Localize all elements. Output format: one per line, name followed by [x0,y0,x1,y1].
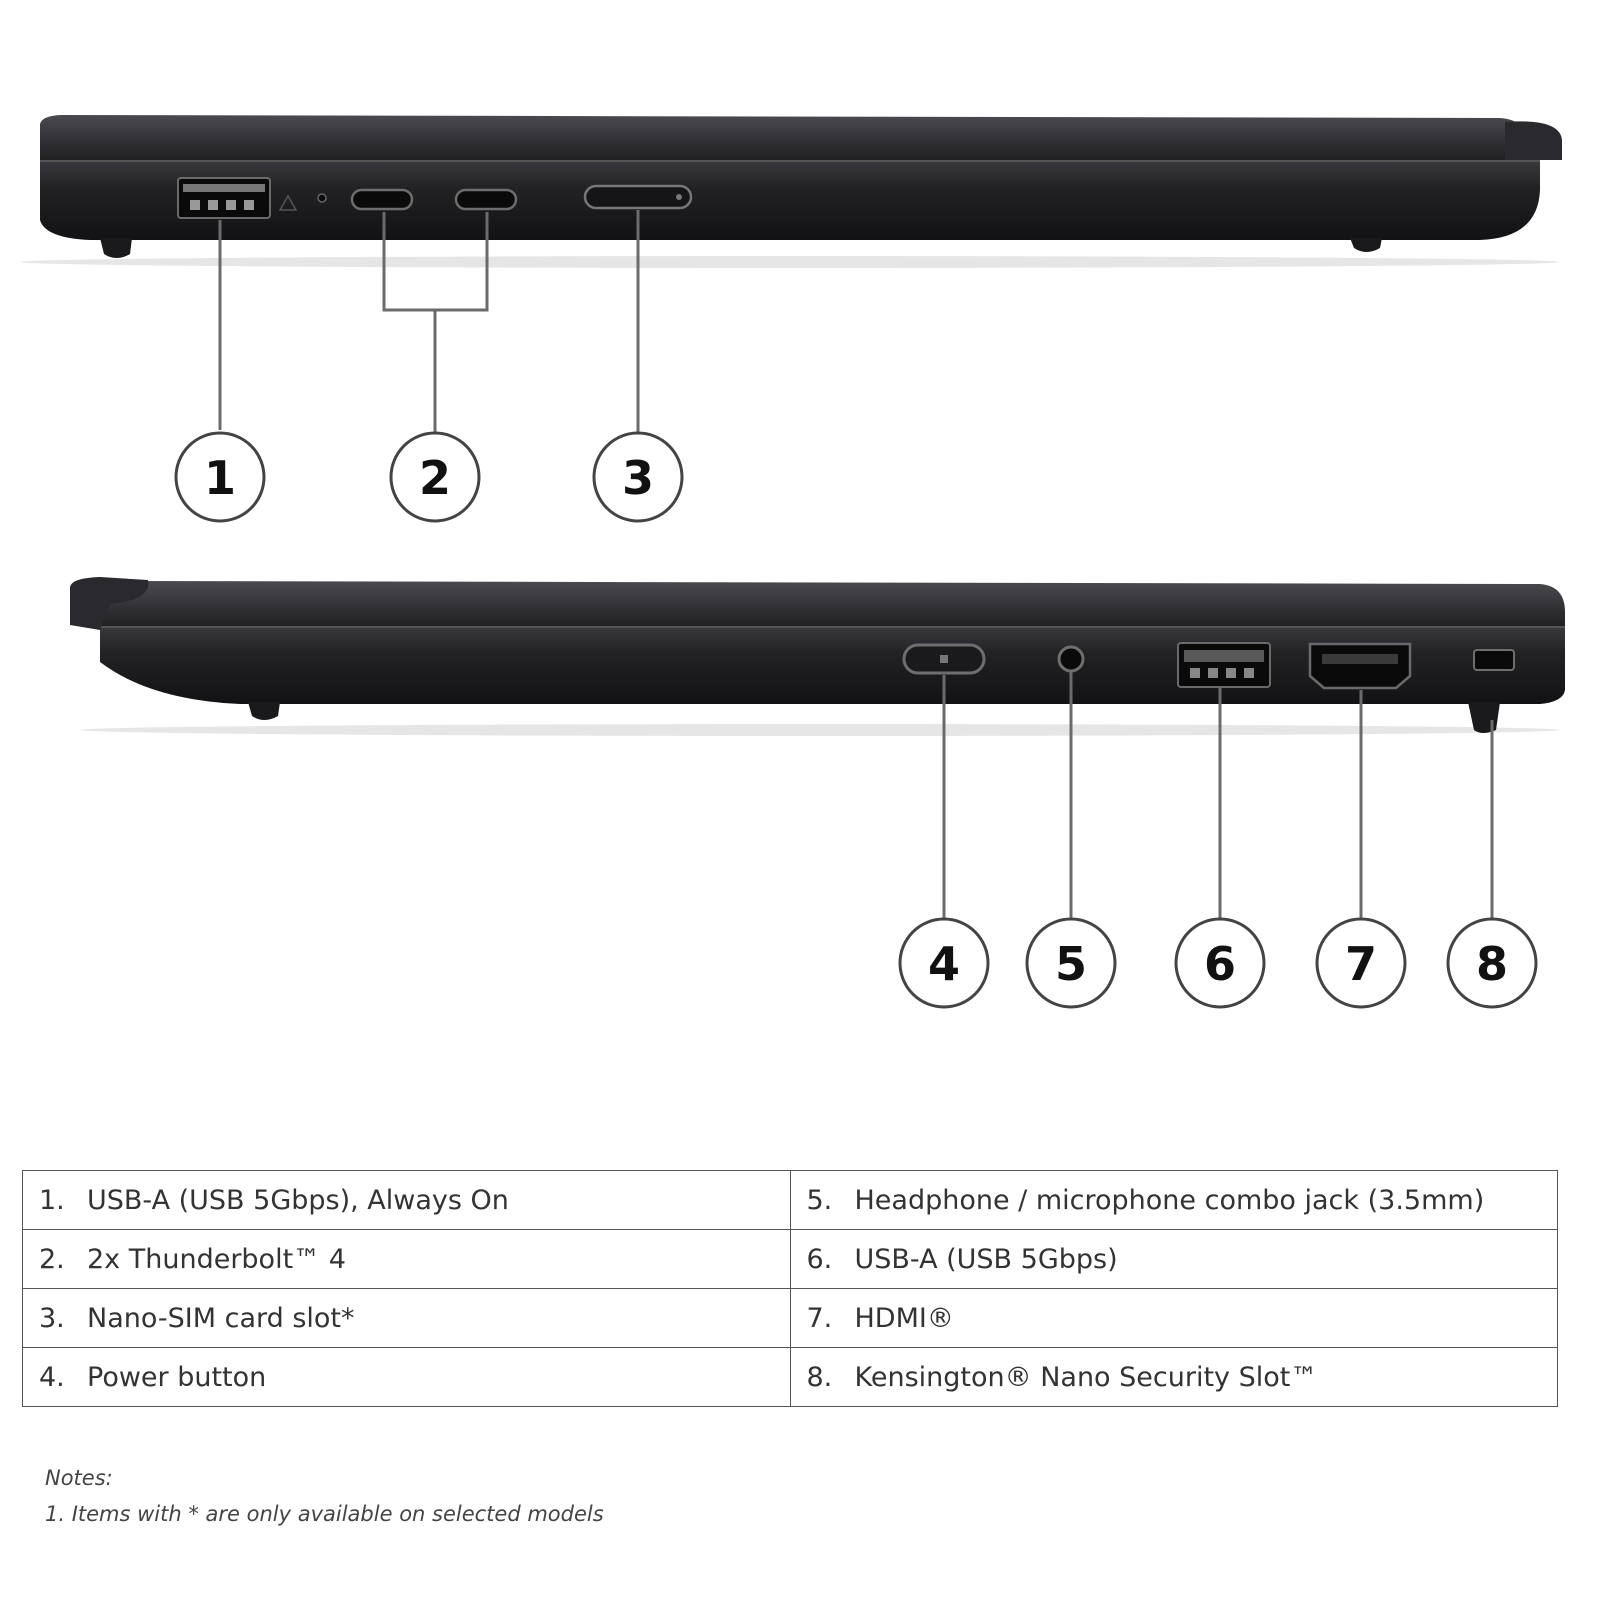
callout-8: 8 [1446,917,1538,1009]
svg-text:5: 5 [1055,937,1087,991]
laptop-side-views-diagram: 1 2 3 [20,115,1565,1009]
svg-text:1: 1 [204,451,236,505]
callout-2: 2 [389,431,481,523]
svg-text:3: 3 [622,451,654,505]
table-row: 1.USB-A (USB 5Gbps), Always On 5.Headpho… [22,1170,1558,1230]
thunderbolt-port-icon [454,188,518,211]
always-on-lightning-icon [278,194,298,211]
notes-heading: Notes: [45,1466,113,1490]
nano-sim-slot-icon [583,184,693,210]
port-item-4: 4.Power button [22,1347,791,1407]
notes-item: 1. Items with * are only available on se… [45,1502,604,1526]
kensington-slot-icon [1473,649,1515,671]
port-item-8: 8.Kensington® Nano Security Slot™ [789,1347,1558,1407]
rubber-foot-icon [248,702,280,720]
laptop-right-side-view [70,577,1565,736]
rubber-foot-icon [1350,238,1382,252]
ports-legend-table: 1.USB-A (USB 5Gbps), Always On 5.Headpho… [22,1170,1558,1407]
callout-5: 5 [1025,917,1117,1009]
right-view-leader-lines [942,672,1494,918]
callout-3: 3 [592,431,684,523]
hdmi-port-icon [1308,642,1412,690]
callout-4: 4 [898,917,990,1009]
svg-text:4: 4 [928,937,960,991]
thunderbolt-port-icon [350,188,414,211]
svg-text:6: 6 [1204,937,1236,991]
audio-jack-icon [1057,645,1085,673]
status-led-icon [317,193,327,203]
svg-text:8: 8 [1476,937,1508,991]
svg-text:2: 2 [419,451,451,505]
callout-7: 7 [1315,917,1407,1009]
table-row: 4.Power button 8.Kensington® Nano Securi… [22,1347,1558,1407]
rubber-foot-icon [100,238,132,258]
port-item-6: 6.USB-A (USB 5Gbps) [789,1229,1558,1289]
callout-1: 1 [174,431,266,523]
table-row: 3.Nano-SIM card slot* 7.HDMI® [22,1288,1558,1348]
port-item-1: 1.USB-A (USB 5Gbps), Always On [22,1170,791,1230]
table-row: 2.2x Thunderbolt™ 4 6.USB-A (USB 5Gbps) [22,1229,1558,1289]
callout-6: 6 [1174,917,1266,1009]
port-item-2: 2.2x Thunderbolt™ 4 [22,1229,791,1289]
laptop-left-side-view [20,115,1562,268]
port-item-5: 5.Headphone / microphone combo jack (3.5… [789,1170,1558,1230]
svg-text:7: 7 [1345,937,1377,991]
usb-a-port-icon [177,177,271,219]
port-item-7: 7.HDMI® [789,1288,1558,1348]
port-item-3: 3.Nano-SIM card slot* [22,1288,791,1348]
usb-a-port-icon [1177,642,1271,688]
left-view-leader-lines [218,210,640,432]
notes-section: Notes: 1. Items with * are only availabl… [45,1460,604,1532]
